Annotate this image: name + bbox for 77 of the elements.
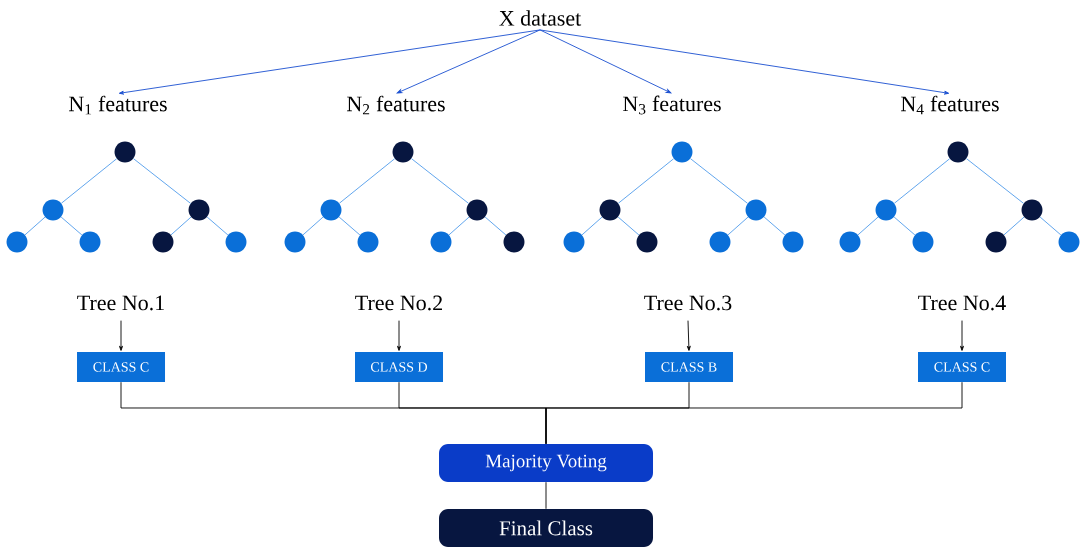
tree-node	[912, 231, 934, 253]
tree-branch	[411, 158, 469, 204]
tree-node	[839, 231, 861, 253]
feature-label: N$_{2}$ features	[347, 95, 445, 115]
tree-branch	[763, 216, 786, 236]
tree-node	[42, 199, 64, 221]
tree-node	[782, 231, 804, 253]
tree-branch	[60, 216, 83, 236]
class-box: CLASS D	[355, 352, 443, 382]
tree-node	[745, 199, 767, 221]
tree-branch	[448, 216, 470, 236]
tree-branch	[170, 216, 192, 236]
tree-label: Tree No.1	[77, 295, 164, 311]
tree-branch	[617, 158, 675, 204]
arrow	[397, 320, 401, 351]
tree-node	[1021, 199, 1043, 221]
tree-node	[1058, 231, 1080, 253]
tree-branch	[893, 216, 916, 236]
tree-branch	[966, 158, 1024, 204]
arrow	[960, 320, 964, 351]
tree-node	[985, 231, 1007, 253]
arrow	[539, 29, 672, 94]
tree-branch	[1003, 216, 1025, 236]
arrow	[119, 320, 123, 351]
tree-branch	[133, 158, 191, 204]
voting-box: Majority Voting	[439, 444, 653, 482]
tree-branch	[893, 158, 951, 204]
feature-label: N$_{4}$ features	[901, 95, 999, 115]
connector-line	[545, 381, 963, 445]
tree-node	[6, 231, 28, 253]
tree-node	[503, 231, 525, 253]
tree-branch	[60, 158, 118, 204]
arrow	[396, 29, 541, 94]
tree-node	[188, 199, 210, 221]
tree-branch	[302, 216, 324, 236]
tree-node	[947, 141, 969, 163]
class-box: CLASS C	[77, 352, 165, 382]
tree-node	[225, 231, 247, 253]
tree-label: Tree No.3	[644, 295, 732, 311]
tree-node	[152, 231, 174, 253]
tree-node	[563, 231, 585, 253]
tree-branch	[727, 216, 749, 236]
tree-branch	[24, 216, 46, 236]
tree-node	[709, 231, 731, 253]
arrow	[686, 320, 691, 351]
arrow	[118, 29, 541, 95]
arrow	[539, 29, 950, 95]
tree-branch	[1039, 216, 1062, 236]
class-box: CLASS B	[645, 352, 733, 382]
tree-node	[430, 231, 452, 253]
tree-node	[392, 141, 414, 163]
feature-label: N$_{1}$ features	[69, 95, 167, 115]
tree-node	[284, 231, 306, 253]
tree-node	[79, 231, 101, 253]
tree-node	[875, 199, 897, 221]
tree-branch	[484, 216, 507, 236]
tree-node	[466, 199, 488, 221]
tree-branch	[338, 216, 361, 236]
tree-branch	[857, 216, 879, 236]
tree-node	[636, 231, 658, 253]
tree-branch	[206, 216, 229, 236]
tree-branch	[338, 158, 396, 204]
tree-branch	[617, 216, 640, 236]
class-box: CLASS C	[918, 352, 1006, 382]
tree-node	[357, 231, 379, 253]
tree-branch	[581, 216, 603, 236]
tree-node	[114, 141, 136, 163]
tree-label: Tree No.2	[355, 295, 442, 311]
result-box: Final Class	[439, 509, 653, 547]
tree-label: Tree No.4	[918, 295, 1006, 311]
dataset-label: X dataset	[499, 10, 582, 26]
connector-line	[545, 481, 547, 510]
tree-branch	[690, 158, 748, 204]
tree-node	[671, 141, 693, 163]
tree-node	[599, 199, 621, 221]
feature-label: N$_{3}$ features	[623, 95, 721, 115]
tree-node	[320, 199, 342, 221]
